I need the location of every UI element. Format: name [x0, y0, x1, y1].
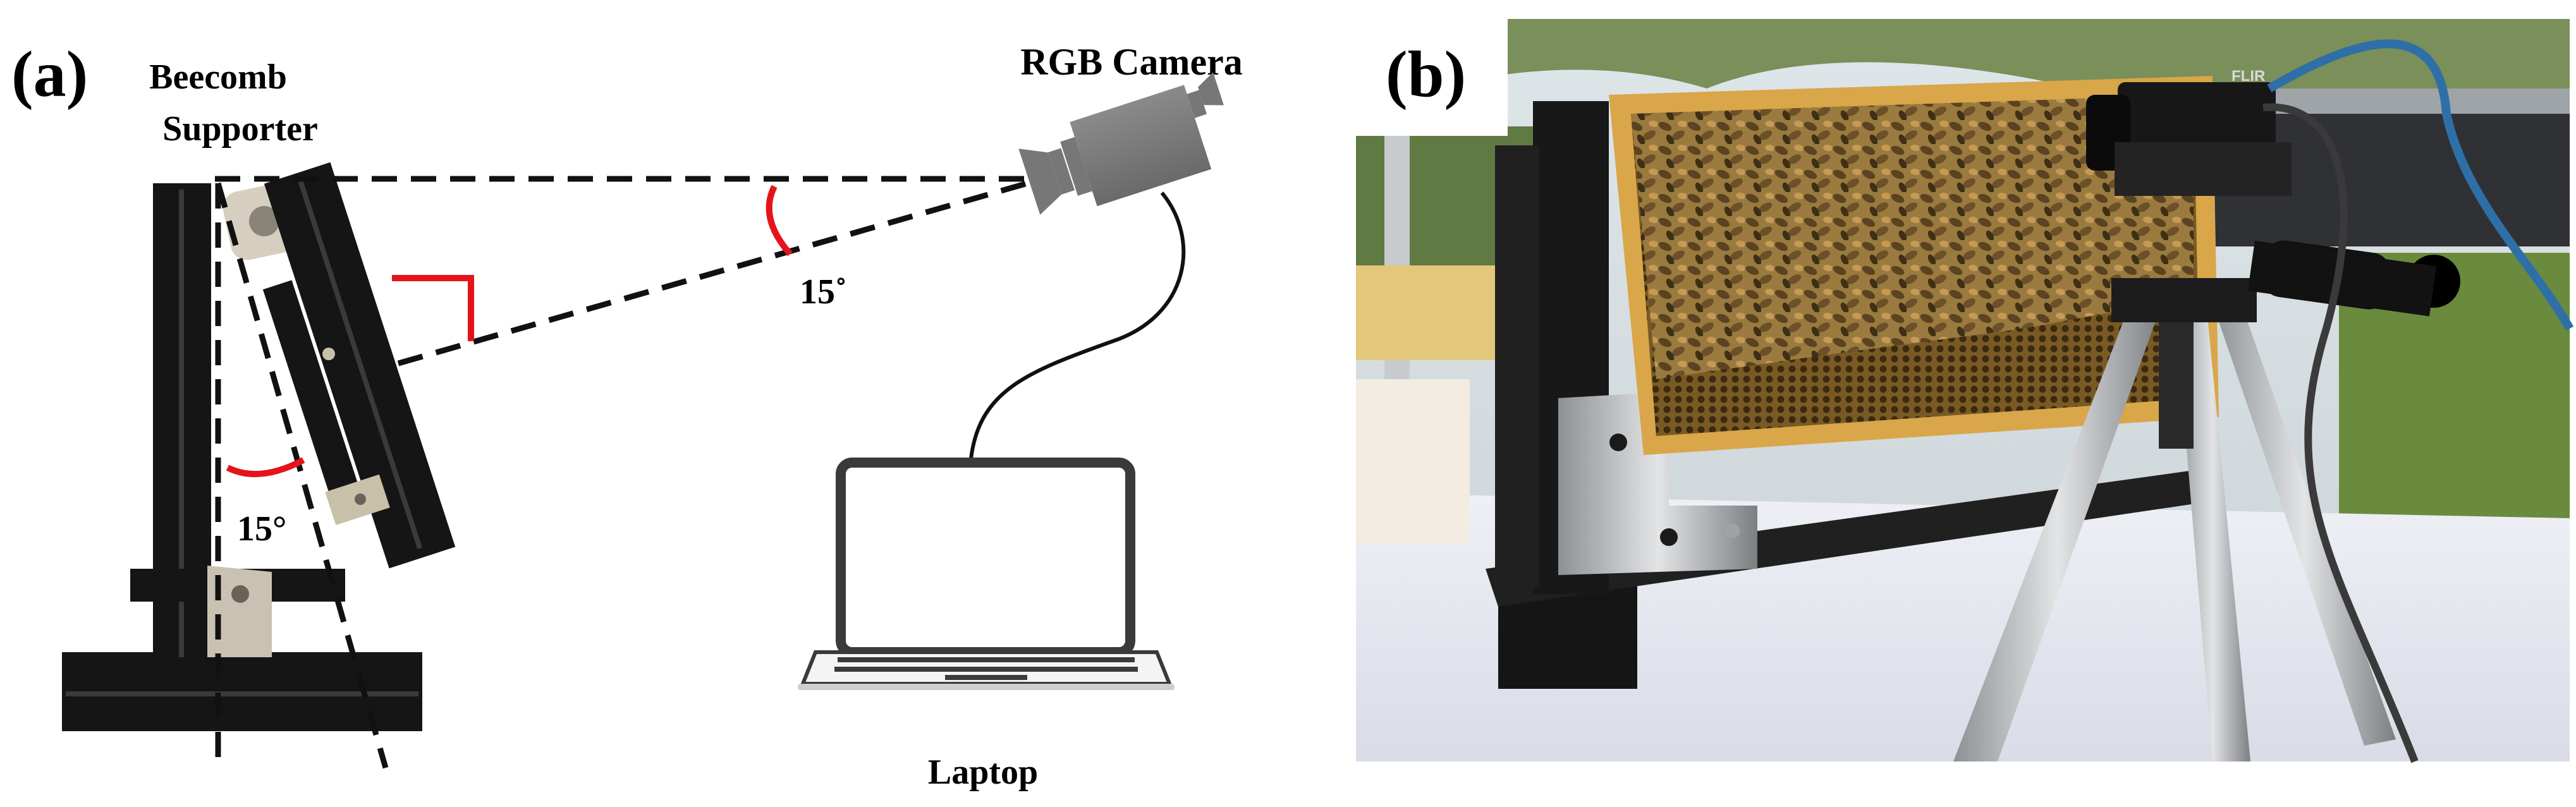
laptop-label: Laptop: [928, 753, 1038, 792]
camera-cable: [968, 191, 1186, 465]
beecomb-label-line2: Supporter: [162, 109, 318, 149]
camera-brand-text: FLIR: [2231, 68, 2265, 85]
angle-label-top: 15˚: [800, 272, 847, 312]
beecomb-label-line1: Beecomb: [149, 58, 287, 97]
flir-camera-icon: FLIR: [2086, 68, 2292, 196]
tripod: [1953, 240, 2460, 761]
panel-b-tag: (b): [1386, 38, 1466, 111]
beecomb-supporter: [62, 162, 456, 731]
angle-label-bottom: 15°: [237, 509, 286, 549]
laptop-icon: [798, 458, 1175, 690]
rgb-camera-icon: [1018, 72, 1224, 215]
panel-a: (a) Beecomb Supporter RGB Camera Laptop: [11, 38, 1243, 792]
camera-label: RGB Camera: [1020, 41, 1243, 83]
panel-b-photo: FLIR (b): [1356, 19, 2574, 763]
sight-lines: [215, 176, 1044, 769]
angle-markers: [226, 185, 793, 478]
panel-a-tag: (a): [11, 38, 88, 111]
